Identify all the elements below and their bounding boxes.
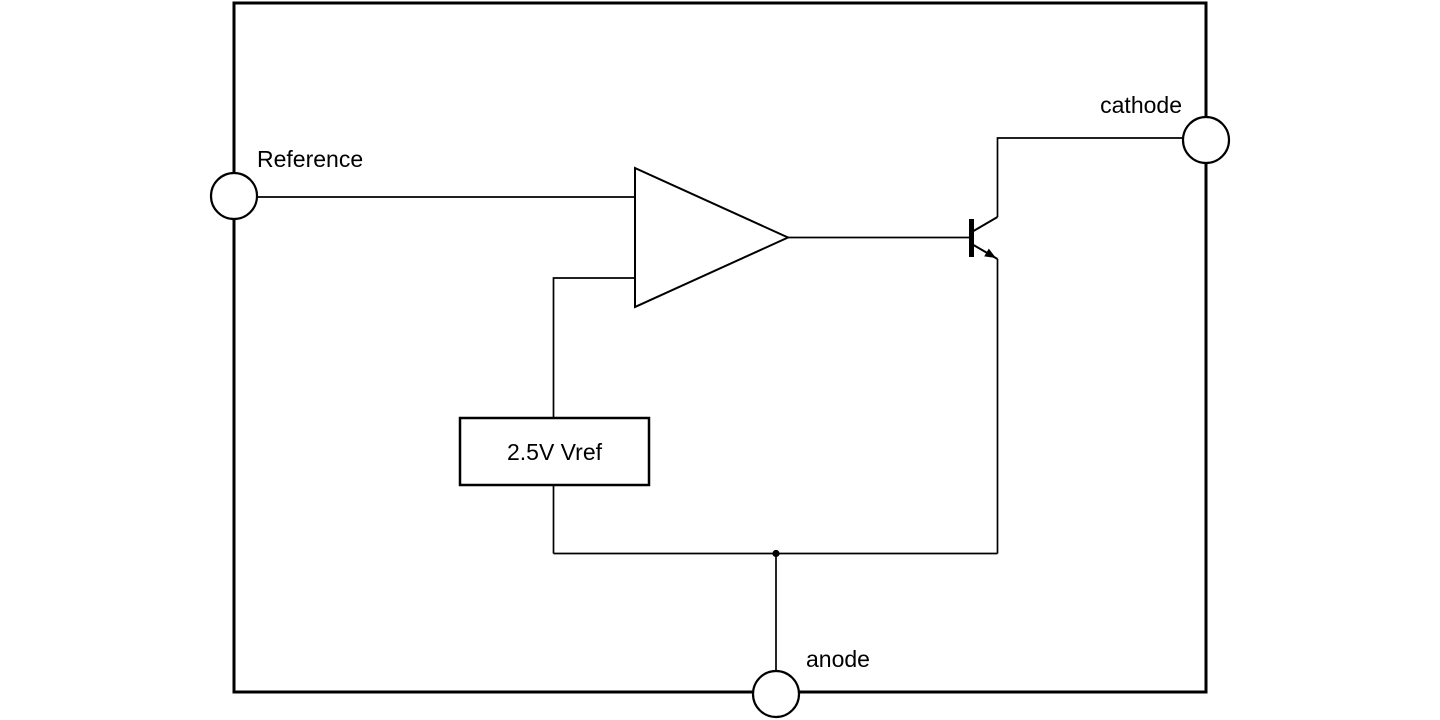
npn-transistor-symbol [969,216,999,260]
emitter-arrowhead-icon [984,248,996,258]
ic-boundary-rect [232,1,1208,694]
transistor-collector-diagonal [972,216,999,232]
reference-terminal: Reference [209,146,363,221]
junction-dot [772,549,780,558]
vref-to-amp-wire [552,277,635,418]
vref-label: 2.5V Vref [507,439,603,465]
collector-to-cathode-wire [996,137,1183,217]
wires [257,137,1183,672]
vref-box [458,416,651,487]
anode-terminal-label: anode [806,646,870,672]
cathode-terminal-label: cathode [1100,92,1182,118]
reference-terminal-label: Reference [257,146,363,172]
vref-block: 2.5V Vref [458,416,651,487]
reference-terminal-circle [209,171,259,221]
error-amplifier-symbol [634,166,791,309]
anode-terminal-circle [751,669,801,719]
cathode-terminal-circle [1181,115,1231,165]
anode-terminal: anode [751,646,870,719]
cathode-terminal: cathode [1100,92,1231,165]
opamp-triangle [634,166,791,309]
